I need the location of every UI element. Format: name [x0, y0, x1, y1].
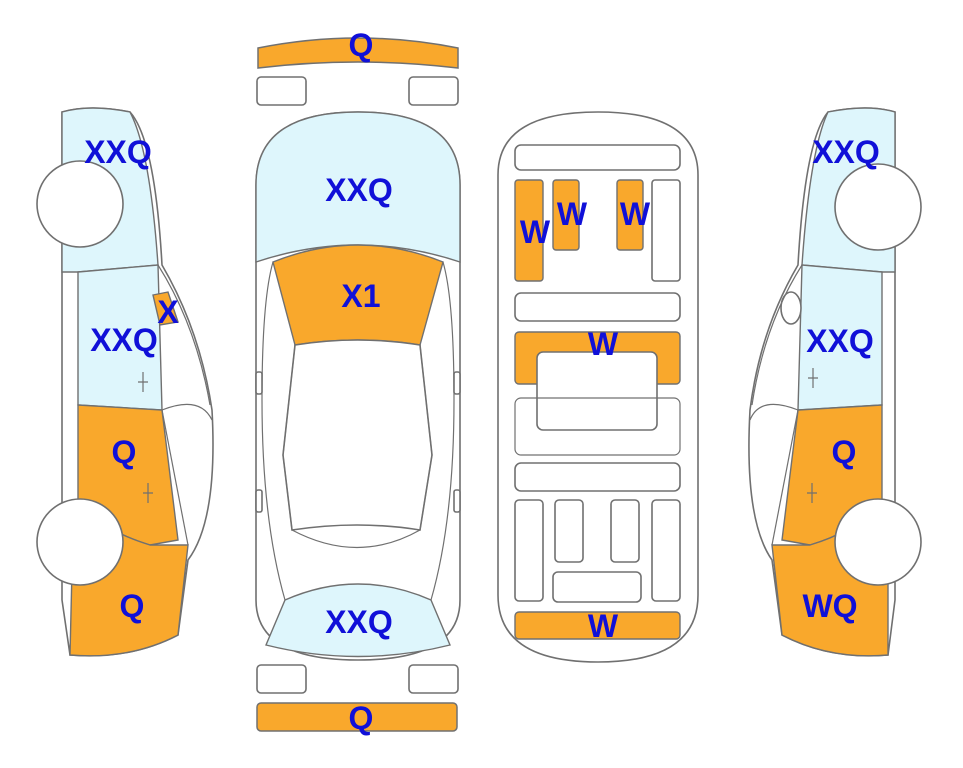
- rear-right-light: [408, 664, 459, 694]
- label-floor-crossmember: W: [588, 326, 619, 362]
- label-left-front-mirror: X: [157, 294, 179, 330]
- top-left-a-pillar: [282, 344, 296, 531]
- floor-rail-3: [610, 499, 640, 563]
- top-rear-window[interactable]: [265, 583, 451, 658]
- left-mirror[interactable]: [152, 291, 179, 326]
- label-floor-seat-left: W: [520, 214, 551, 250]
- label-front-bumper: Q: [349, 27, 374, 63]
- floor-center-box: [536, 351, 658, 431]
- label-right-rear-door: Q: [832, 434, 857, 470]
- label-right-rear-window: XXQ: [806, 323, 874, 359]
- floor-tank: [552, 571, 642, 603]
- right-front-wheel: [834, 163, 922, 251]
- right-rear-handle: [807, 483, 817, 503]
- left-body-line: [157, 264, 211, 406]
- label-floor-seat-center: W: [557, 196, 588, 232]
- left-rear-glass-line: [161, 403, 213, 421]
- top-left-handle: [255, 489, 263, 513]
- floor-seat-center[interactable]: [552, 179, 580, 251]
- top-right-side-line: [430, 261, 455, 601]
- left-pillar-line: [161, 409, 189, 546]
- floor-seat-right[interactable]: [616, 179, 644, 251]
- right-body-line: [751, 264, 803, 406]
- left-front-handle: [138, 372, 148, 392]
- top-left-side-line: [261, 261, 286, 601]
- label-left-rear-window: XXQ: [90, 322, 158, 358]
- label-floor-seat-right: W: [620, 196, 651, 232]
- top-view: [255, 37, 461, 732]
- floor-rear-panel[interactable]: [514, 611, 681, 640]
- label-top-windshield: XXQ: [325, 172, 393, 208]
- label-left-rear-door: Q: [112, 434, 137, 470]
- label-right-rear-fender: WQ: [802, 588, 857, 624]
- floor-rail-4: [651, 499, 681, 602]
- top-right-mirror: [453, 371, 461, 395]
- right-rear-wheel: [834, 498, 922, 586]
- floor-rail-2: [554, 499, 584, 563]
- right-pillar-line: [771, 409, 799, 546]
- floor-right-rail: [651, 179, 681, 282]
- floor-rail-1: [514, 499, 544, 602]
- top-roof: [282, 339, 433, 531]
- floor-mid-bar: [514, 292, 681, 322]
- label-rear-bumper: Q: [349, 700, 374, 736]
- label-floor-rear-panel: W: [588, 608, 619, 644]
- top-right-handle: [453, 489, 461, 513]
- top-right-a-pillar: [419, 344, 433, 531]
- front-right-headlight: [408, 76, 459, 106]
- left-rear-handle: [143, 483, 153, 503]
- right-front-handle: [808, 368, 818, 388]
- top-left-mirror: [255, 371, 263, 395]
- rear-bumper[interactable]: [256, 702, 458, 732]
- label-left-front-window: XXQ: [84, 134, 152, 170]
- floor-front-bar: [514, 144, 681, 171]
- label-right-front-window: XXQ: [812, 134, 880, 170]
- left-rear-wheel: [36, 498, 124, 586]
- left-side-view: [36, 107, 214, 657]
- label-left-rear-fender: Q: [120, 588, 145, 624]
- top-rear-window-line: [291, 529, 421, 549]
- label-top-rear-window: XXQ: [325, 604, 393, 640]
- rear-left-light: [256, 664, 307, 694]
- front-bumper[interactable]: [257, 37, 459, 69]
- right-side-view: [748, 107, 922, 657]
- damage-labels: Q XXQ X1 XXQ Q XXQ X XXQ Q Q XXQ XXQ Q W…: [84, 27, 880, 736]
- floor-seat-left[interactable]: [514, 179, 544, 282]
- floor-lower-bar: [514, 462, 681, 492]
- right-mirror: [780, 291, 802, 325]
- front-left-headlight: [256, 76, 307, 106]
- floor-lower-panel: [514, 397, 681, 456]
- floor-view: [497, 111, 699, 663]
- left-front-wheel: [36, 160, 124, 248]
- right-rear-glass-line: [749, 403, 799, 421]
- label-top-hood: X1: [341, 278, 380, 314]
